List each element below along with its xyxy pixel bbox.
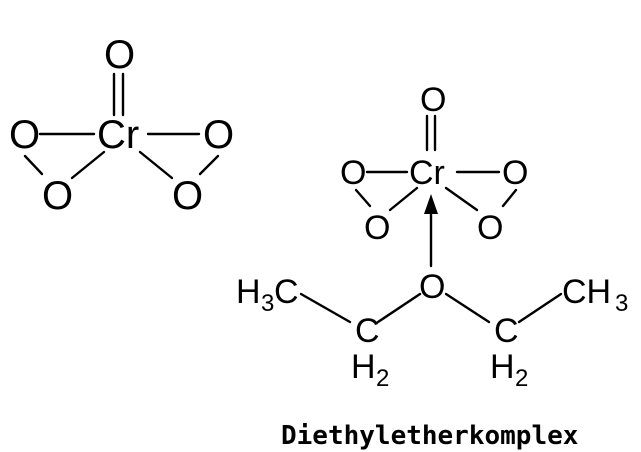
left-methylene-h: H <box>351 348 376 386</box>
complex-right-upper-oxygen-atom: O <box>502 154 528 192</box>
bond-right-methylene-methyl <box>517 292 563 324</box>
left-methylene-subscript: 2 <box>376 365 389 392</box>
coordinate-bond-arrowhead <box>424 194 438 214</box>
complex-left-upper-oxygen-atom: O <box>340 154 366 192</box>
right-lower-oxygen-atom: O <box>172 174 203 218</box>
complex-bond-cr-left-lower-oxygen <box>388 186 419 212</box>
left-upper-oxygen-atom: O <box>9 113 40 157</box>
left-methylene-c: C <box>355 312 380 350</box>
complex-bond-cr-right-lower-oxygen <box>444 186 479 212</box>
right-upper-oxygen-atom: O <box>203 113 234 157</box>
complex-bond-right-peroxide <box>501 188 518 208</box>
left-methyl-c: C <box>274 273 299 311</box>
right-methylene-subscript: 2 <box>515 365 528 392</box>
diethyl-ether-complex-molecule: O Cr O O O O O H 3 C C H 2 C <box>236 81 628 392</box>
bond-cr-right-lower-oxygen <box>138 150 174 180</box>
chromium-peroxide-molecule: O Cr O O O O <box>9 33 234 218</box>
bond-oxygen-right-methylene <box>444 292 491 324</box>
bond-left-peroxide <box>23 154 44 176</box>
top-oxygen-atom: O <box>104 33 135 77</box>
complex-top-oxygen-atom: O <box>420 81 446 119</box>
ether-oxygen-atom: O <box>419 268 445 306</box>
diagram-caption: Diethyletherkomplex <box>281 421 578 451</box>
bond-right-peroxide <box>198 154 220 176</box>
left-methyl-h: H <box>236 273 261 311</box>
complex-left-lower-oxygen-atom: O <box>364 209 390 247</box>
right-methyl-ch: CH <box>562 273 611 311</box>
right-methylene-h: H <box>490 348 515 386</box>
left-lower-oxygen-atom: O <box>42 174 73 218</box>
bond-left-methylene-oxygen <box>376 292 422 324</box>
complex-chromium-atom: Cr <box>409 154 445 192</box>
chromium-atom: Cr <box>97 113 139 157</box>
bond-cr-left-lower-oxygen <box>70 150 106 180</box>
left-methyl-subscript: 3 <box>261 290 274 317</box>
complex-bond-left-peroxide <box>354 188 372 208</box>
bond-left-methyl-methylene <box>299 292 352 324</box>
complex-right-lower-oxygen-atom: O <box>477 209 503 247</box>
right-methylene-c: C <box>494 312 519 350</box>
right-methyl-subscript: 3 <box>615 290 628 317</box>
